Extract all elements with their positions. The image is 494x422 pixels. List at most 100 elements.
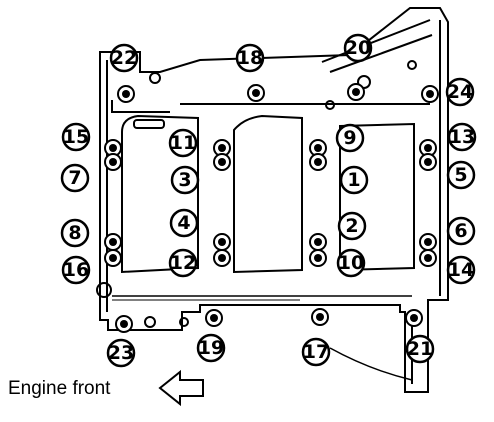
- bolt-head-center: [314, 254, 322, 262]
- bolt-head-center: [109, 158, 117, 166]
- bolt-callout-14: 14: [446, 255, 476, 285]
- bolt-head-center: [109, 238, 117, 246]
- callout-number: 20: [345, 37, 371, 59]
- callout-circle: [106, 338, 136, 368]
- callout-circle: [301, 337, 331, 367]
- bolt-head-center: [120, 320, 128, 328]
- callout-number: 17: [303, 341, 329, 363]
- bolt-head-center: [218, 238, 226, 246]
- callout-number: 10: [338, 252, 364, 274]
- callout-circle: [196, 333, 226, 363]
- callout-number: 24: [447, 81, 473, 103]
- bolt-head-center: [352, 88, 360, 96]
- bolt-head-center: [210, 314, 218, 322]
- callout-number: 4: [177, 212, 190, 234]
- bolt-head-center: [424, 238, 432, 246]
- callout-number: 9: [343, 127, 356, 149]
- callout-number: 23: [108, 342, 134, 364]
- callout-circle: [335, 123, 365, 153]
- leader-line-17: [329, 347, 413, 381]
- bolt-heads: [104, 83, 439, 333]
- callout-circle: [343, 33, 373, 63]
- callout-number: 5: [454, 164, 467, 186]
- bolt-callout-9: 9: [335, 123, 365, 153]
- callout-circle: [60, 163, 90, 193]
- bolt-head-center: [122, 90, 130, 98]
- callout-number: 8: [68, 222, 81, 244]
- bolt-head-center: [424, 254, 432, 262]
- lower-block-outline: [99, 7, 449, 393]
- bolt-callout-18: 18: [235, 43, 265, 73]
- callout-circle: [235, 43, 265, 73]
- callout-circle: [337, 211, 367, 241]
- callout-circle: [60, 218, 90, 248]
- bolt-callout-19: 19: [196, 333, 226, 363]
- bolt-head-center: [314, 144, 322, 152]
- engine-front-arrow-icon: [158, 369, 204, 407]
- callout-number: 14: [448, 259, 474, 281]
- callout-circle: [168, 128, 198, 158]
- bolt-callout-6: 6: [446, 216, 476, 246]
- bolt-callout-20: 20: [343, 33, 373, 63]
- callout-number: 3: [178, 169, 191, 191]
- bolt-callout-22: 22: [109, 43, 139, 73]
- bolt-head-center: [218, 144, 226, 152]
- bolt-callout-24: 24: [445, 77, 475, 107]
- bolt-callout-5: 5: [446, 160, 476, 190]
- bolt-head-center: [410, 314, 418, 322]
- callout-circle: [446, 216, 476, 246]
- callout-circle: [446, 160, 476, 190]
- bolt-head-center: [218, 254, 226, 262]
- callout-circle: [169, 208, 199, 238]
- engine-front-label: Engine front: [8, 378, 111, 399]
- bolt-head-center: [316, 313, 324, 321]
- callout-circle: [61, 122, 91, 152]
- bolt-callout-8: 8: [60, 218, 90, 248]
- bolt-head-center: [252, 89, 260, 97]
- bolt-callout-10: 10: [336, 248, 366, 278]
- bolt-callout-12: 12: [168, 248, 198, 278]
- callout-number: 13: [449, 126, 475, 148]
- bolt-head-center: [424, 144, 432, 152]
- callout-circle: [61, 255, 91, 285]
- callout-number: 18: [237, 47, 263, 69]
- bolt-head-center: [424, 158, 432, 166]
- bolt-callout-15: 15: [61, 122, 91, 152]
- callout-number: 12: [170, 252, 196, 274]
- callout-circle: [446, 255, 476, 285]
- callout-circle: [405, 334, 435, 364]
- bolt-callout-4: 4: [169, 208, 199, 238]
- callout-number: 15: [63, 126, 89, 148]
- main-bearing-openings: [112, 114, 415, 301]
- callout-number: 6: [454, 220, 467, 242]
- bolt-head-center: [109, 144, 117, 152]
- callout-circle: [109, 43, 139, 73]
- callout-circle: [339, 165, 369, 195]
- bolt-head-center: [314, 158, 322, 166]
- bolt-callout-1: 1: [339, 165, 369, 195]
- callout-number: 21: [407, 338, 433, 360]
- callout-circle: [447, 122, 477, 152]
- bolt-head-center: [109, 254, 117, 262]
- callout-number: 11: [170, 132, 196, 154]
- bolt-callout-17: 17: [301, 337, 331, 367]
- callout-number: 2: [345, 215, 358, 237]
- callout-circle: [336, 248, 366, 278]
- callout-number: 16: [63, 259, 89, 281]
- bolt-callout-11: 11: [168, 128, 198, 158]
- bolt-callout-7: 7: [60, 163, 90, 193]
- callout-circle: [170, 165, 200, 195]
- callout-number: 19: [198, 337, 224, 359]
- callout-number: 1: [347, 169, 360, 191]
- bolt-callout-21: 21: [405, 334, 435, 364]
- callout-number: 7: [68, 167, 81, 189]
- bolt-callout-16: 16: [61, 255, 91, 285]
- bolt-head-center: [426, 90, 434, 98]
- bolt-head-center: [218, 158, 226, 166]
- callout-number: 22: [111, 47, 137, 69]
- callout-circle: [445, 77, 475, 107]
- bolt-callout-2: 2: [337, 211, 367, 241]
- bolt-callout-23: 23: [106, 338, 136, 368]
